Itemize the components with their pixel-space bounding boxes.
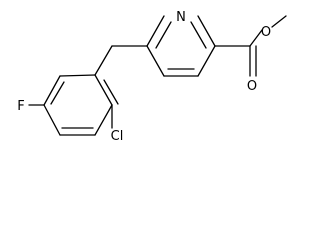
nitrogen-label: N: [176, 10, 186, 25]
fluorine-label: F: [17, 99, 24, 114]
methyl-ester: [214, 15, 287, 77]
ester-oxygen-label: O: [261, 25, 271, 40]
molecule-diagram: N F Cl O O: [17, 10, 287, 144]
phenyl-ring: [43, 45, 119, 136]
carbonyl-oxygen-label: O: [247, 79, 257, 94]
chlorine-label: Cl: [111, 129, 124, 144]
pyridine-ring: [146, 15, 216, 77]
